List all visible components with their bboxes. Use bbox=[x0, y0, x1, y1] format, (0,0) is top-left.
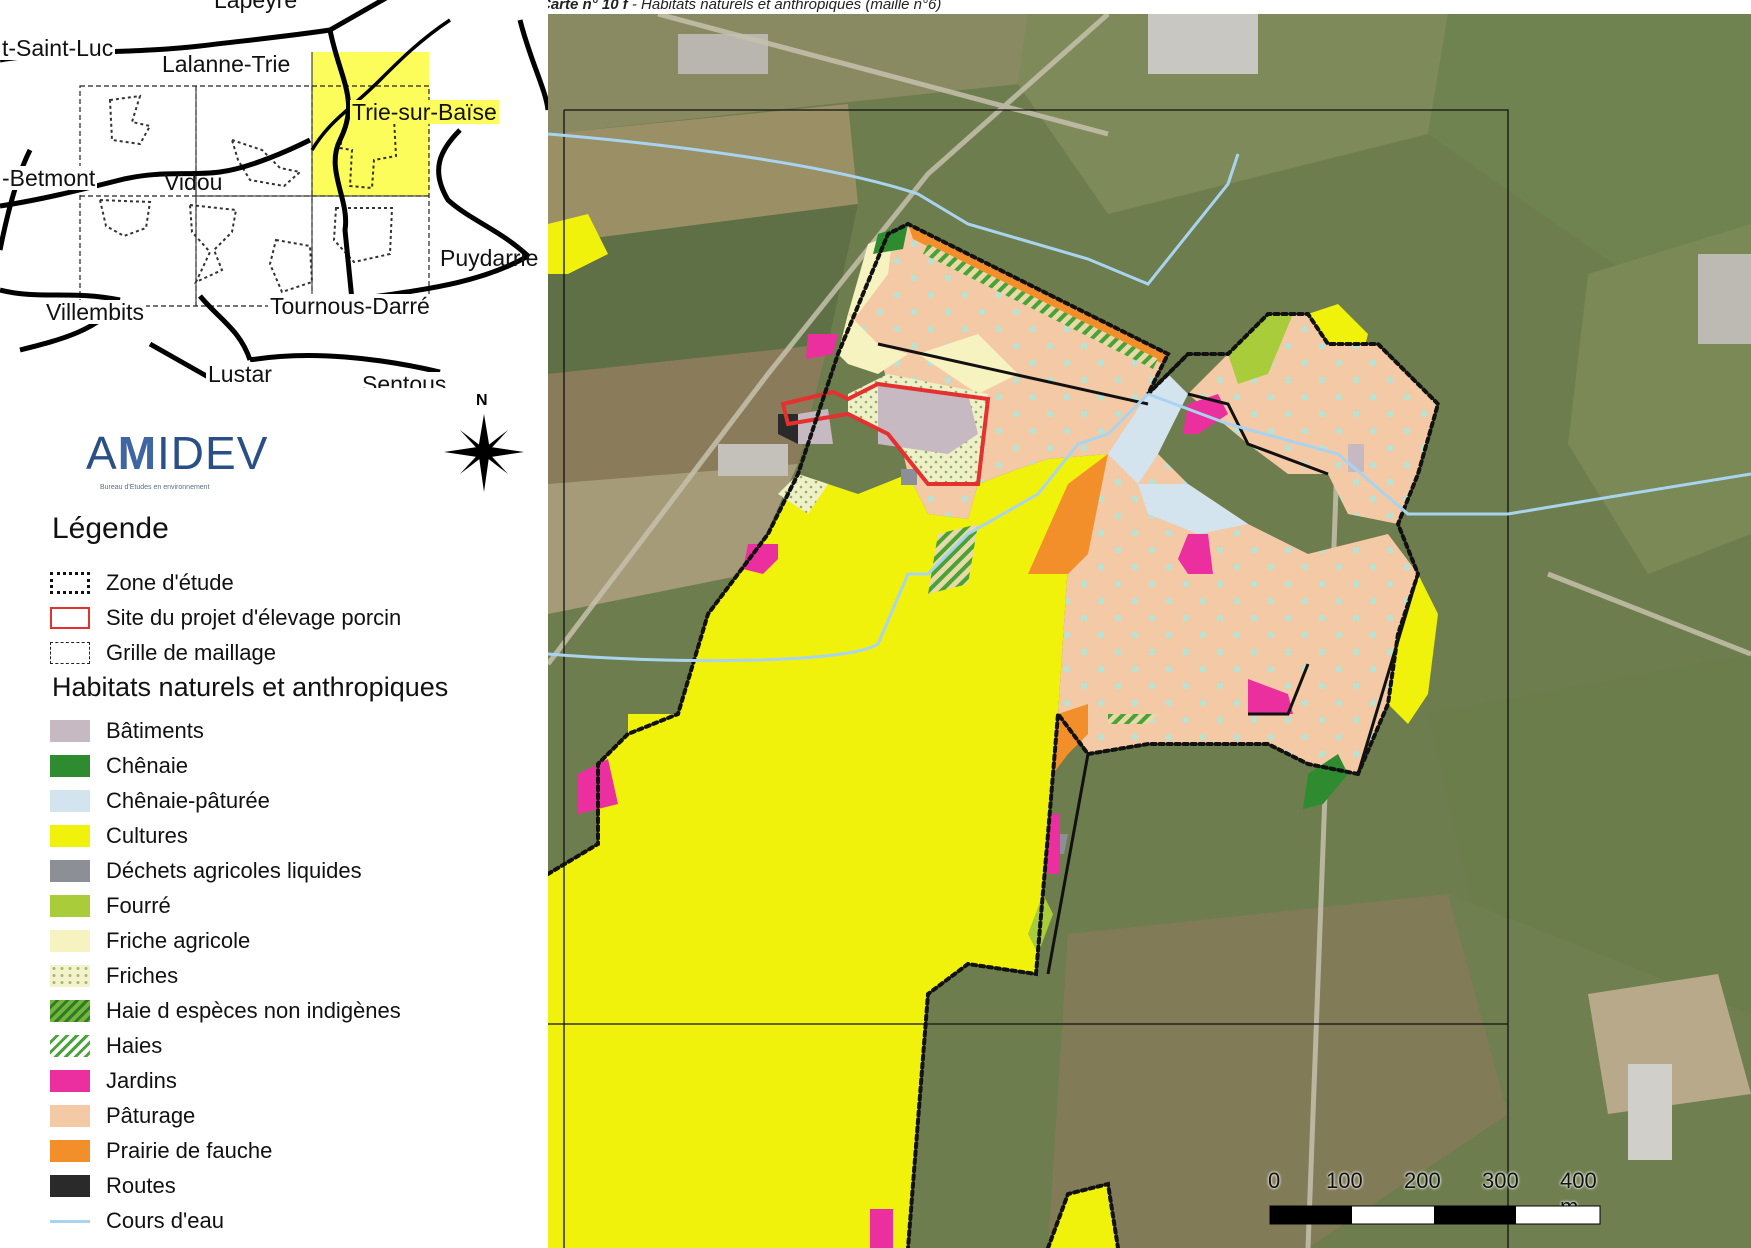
legend-item-routes: Routes bbox=[50, 1171, 176, 1201]
legend-title: Légende bbox=[52, 512, 169, 545]
friche-agricole-swatch bbox=[50, 930, 90, 952]
north-arrow: N bbox=[440, 392, 528, 500]
legend-item-chenaie-paturee: Chênaie-pâturée bbox=[50, 786, 270, 816]
amidev-logo: AMIDEV Bureau d'Etudes en environnement bbox=[86, 427, 269, 491]
habitat-map-svg bbox=[548, 14, 1751, 1248]
legend-item-grille: Grille de maillage bbox=[50, 638, 276, 668]
fourre-swatch bbox=[50, 895, 90, 917]
routes-swatch bbox=[50, 1175, 90, 1197]
cultures-swatch bbox=[50, 825, 90, 847]
place-sentous: Sentous bbox=[360, 372, 449, 388]
legend-item-haie-non-indigenes: Haie d espèces non indigènes bbox=[50, 996, 401, 1026]
scale-label-0: 0 bbox=[1268, 1168, 1281, 1193]
map-title: Carte n° 10 f - Habitats naturels et ant… bbox=[540, 0, 942, 13]
compass-star-icon bbox=[444, 414, 524, 492]
legend-item-dechets: Déchets agricoles liquides bbox=[50, 856, 362, 886]
scale-bar-svg bbox=[1269, 1205, 1601, 1225]
place-lalanne-trie: Lalanne-Trie bbox=[160, 51, 293, 77]
scale-label-200: 200 bbox=[1404, 1168, 1441, 1193]
location-inset-map: Lapeyre t-Saint-Luc Lalanne-Trie Trie-su… bbox=[0, 0, 548, 388]
left-panel: Lapeyre t-Saint-Luc Lalanne-Trie Trie-su… bbox=[0, 0, 548, 1248]
legend-item-friche-agricole: Friche agricole bbox=[50, 926, 250, 956]
cours-eau-swatch bbox=[50, 1219, 90, 1223]
legend-item-chenaie: Chênaie bbox=[50, 751, 188, 781]
place-saint-luc: t-Saint-Luc bbox=[0, 35, 116, 61]
dechets-swatch bbox=[50, 860, 90, 882]
legend-item-fourre: Fourré bbox=[50, 891, 171, 921]
legend-item-batiments: Bâtiments bbox=[50, 716, 204, 746]
place-villembits: Villembits bbox=[44, 299, 146, 325]
friches-swatch bbox=[50, 965, 90, 987]
place-vidou: Vidou bbox=[164, 169, 223, 195]
jardins-swatch bbox=[50, 1070, 90, 1092]
chenaie-paturee-swatch bbox=[50, 790, 90, 812]
legend-item-jardins: Jardins bbox=[50, 1066, 177, 1096]
place-betmont: -Betmont bbox=[0, 165, 98, 191]
site-projet-swatch bbox=[50, 607, 90, 629]
chenaie-swatch bbox=[50, 755, 90, 777]
place-lustar: Lustar bbox=[206, 361, 274, 387]
legend-item-cours-eau: Cours d'eau bbox=[50, 1206, 224, 1236]
batiments-swatch bbox=[50, 720, 90, 742]
scale-label-100: 100 bbox=[1326, 1168, 1363, 1193]
legend-item-cultures: Cultures bbox=[50, 821, 188, 851]
place-puydarrieux: Puydarrie bbox=[440, 245, 539, 271]
legend-item-zone-etude: Zone d'étude bbox=[50, 568, 234, 598]
scale-label-300: 300 bbox=[1482, 1168, 1519, 1193]
grille-swatch bbox=[50, 642, 90, 664]
legend-item-site-projet: Site du projet d'élevage porcin bbox=[50, 603, 401, 633]
habitat-map[interactable] bbox=[548, 14, 1751, 1248]
north-label: N bbox=[476, 392, 488, 409]
legend-item-prairie-fauche: Prairie de fauche bbox=[50, 1136, 272, 1166]
place-lapeyre: Lapeyre bbox=[212, 0, 300, 12]
paturage-swatch bbox=[50, 1105, 90, 1127]
place-tournous-darre: Tournous-Darré bbox=[268, 293, 432, 319]
prairie-fauche-swatch bbox=[50, 1140, 90, 1162]
zone-etude-swatch bbox=[50, 572, 90, 594]
haies-swatch bbox=[50, 1035, 90, 1057]
scale-bar: 0 100 200 300 400 m bbox=[1260, 1168, 1620, 1248]
legend-item-haies: Haies bbox=[50, 1031, 162, 1061]
legend-item-friches: Friches bbox=[50, 961, 178, 991]
legend-item-paturage: Pâturage bbox=[50, 1101, 195, 1131]
legend-group-title: Habitats naturels et anthropiques bbox=[52, 672, 449, 702]
place-trie-sur-baise: Trie-sur-Baïse bbox=[350, 99, 499, 125]
haie-non-indigenes-swatch bbox=[50, 1000, 90, 1022]
